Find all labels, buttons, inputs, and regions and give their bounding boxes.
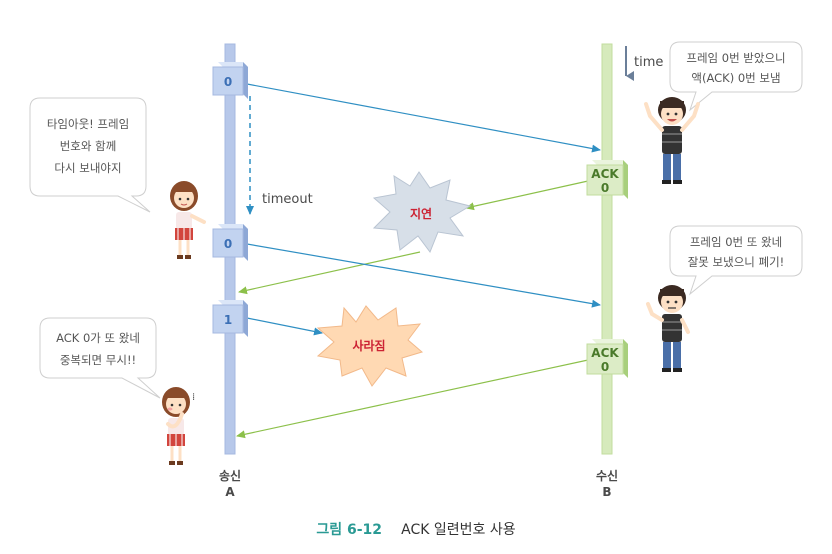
bubble-ack-dup-line-2: 중복되면 무시!! bbox=[60, 353, 136, 367]
ack0-delayed-arrow-part2 bbox=[238, 251, 421, 295]
bubble-timeout: 타임아웃! 프레임 번호와 함께 다시 보내야지 bbox=[29, 97, 151, 213]
bubble-recv-dup-line-2: 잘못 보냈으니 폐기! bbox=[688, 255, 785, 269]
frame1-arrow bbox=[246, 317, 323, 336]
frame-label-0-resend: 0 bbox=[224, 237, 232, 251]
bubble-recv-ok-line-1: 프레임 0번 받았으니 bbox=[686, 51, 785, 65]
boy-character-cheering-icon bbox=[644, 97, 700, 184]
sender-name: 송신 bbox=[219, 468, 241, 483]
figure-caption-number: 그림 6-12 bbox=[316, 522, 382, 538]
boy-character-pointing-icon bbox=[646, 285, 690, 372]
bubble-timeout-line-2: 번호와 함께 bbox=[60, 139, 117, 153]
bubble-recv-ok: 프레임 0번 받았으니 액(ACK) 0번 보냄 bbox=[669, 41, 803, 112]
bubble-recv-ok-line-2: 액(ACK) 0번 보냄 bbox=[691, 71, 780, 85]
lost-burst: 사라짐 bbox=[316, 305, 424, 387]
ack-box-2: ACK 0 bbox=[586, 339, 628, 378]
timeout-label: timeout bbox=[262, 192, 313, 207]
girl-character-thinking-icon: ⁞ bbox=[162, 387, 195, 465]
figure-caption: 그림 6-12 ACK 일련번호 사용 bbox=[316, 519, 515, 538]
ack-1-title: ACK bbox=[591, 167, 619, 181]
figure-caption-text: ACK 일련번호 사용 bbox=[401, 522, 516, 538]
receiver-name: 수신 bbox=[596, 468, 618, 483]
time-label: time bbox=[634, 55, 663, 70]
ack0-second-arrow bbox=[236, 359, 589, 439]
ack0-delayed-arrow-part1 bbox=[465, 180, 589, 211]
frame-label-0: 0 bbox=[224, 75, 232, 89]
delay-label: 지연 bbox=[410, 206, 432, 221]
bubble-ack-dup-line-1: ACK 0가 또 왔네 bbox=[56, 331, 140, 345]
ack-2-num: 0 bbox=[601, 360, 609, 374]
frame0-resend-arrow bbox=[246, 243, 601, 308]
frame-box-1: 1 bbox=[212, 300, 248, 337]
bubble-recv-dup-line-1: 프레임 0번 또 왔네 bbox=[690, 235, 782, 249]
bubble-timeout-line-1: 타임아웃! 프레임 bbox=[47, 117, 129, 131]
frame-box-0-resend: 0 bbox=[212, 224, 248, 261]
girl-character-icon bbox=[170, 181, 206, 259]
frame-label-1: 1 bbox=[224, 313, 232, 327]
bubble-timeout-line-3: 다시 보내야지 bbox=[54, 161, 121, 175]
ack-2-title: ACK bbox=[591, 346, 619, 360]
svg-text:⁞: ⁞ bbox=[192, 392, 195, 403]
sender-id: A bbox=[225, 485, 235, 499]
receiver-id: B bbox=[602, 485, 611, 499]
frame0-arrow bbox=[246, 83, 601, 153]
delay-burst: 지연 bbox=[372, 171, 472, 254]
lost-label: 사라짐 bbox=[352, 338, 385, 353]
bubble-ack-dup: ACK 0가 또 왔네 중복되면 무시!! bbox=[39, 317, 161, 399]
bubble-recv-dup: 프레임 0번 또 왔네 잘못 보냈으니 폐기! bbox=[669, 225, 803, 296]
receiver-timeline bbox=[601, 43, 613, 455]
frame-box-0: 0 bbox=[212, 62, 248, 99]
ack-box-1: ACK 0 bbox=[586, 160, 628, 199]
ack-1-num: 0 bbox=[601, 181, 609, 195]
